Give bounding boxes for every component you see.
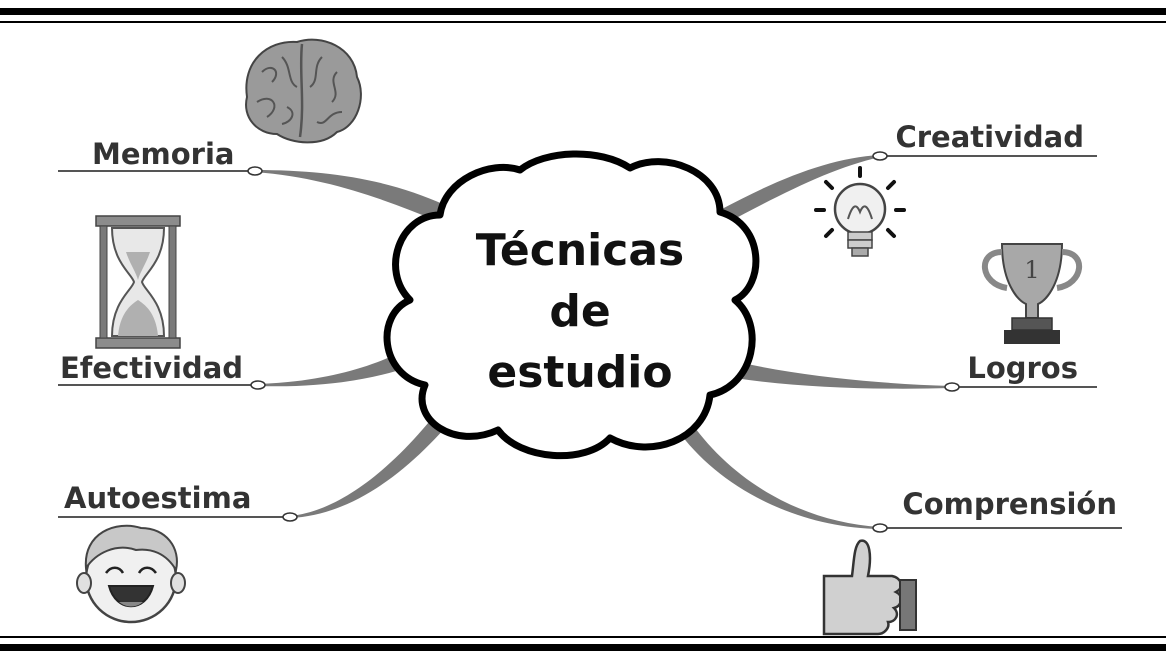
node-memoria [247, 166, 263, 176]
center-title-line1: Técnicas [476, 225, 684, 276]
lightbulb-icon [814, 166, 906, 257]
label-autoestima: Autoestima [64, 481, 251, 515]
label-creatividad: Creatividad [895, 120, 1084, 154]
label-efectividad: Efectividad [60, 351, 243, 385]
label-comprension: Comprensión [902, 487, 1117, 521]
trophy-badge: 1 [1024, 256, 1039, 284]
thumbs-up-icon [822, 539, 917, 636]
bottom-rule-thick [0, 644, 1166, 651]
center-title-line3: estudio [487, 347, 672, 398]
bottom-rule-thin [0, 636, 1166, 638]
branch-memoria [255, 170, 445, 222]
top-rule-thick [0, 8, 1166, 15]
hourglass-icon [95, 215, 181, 349]
node-comprension [872, 523, 888, 533]
label-logros: Logros [967, 351, 1078, 385]
branch-logros [735, 362, 952, 389]
brain-icon [245, 38, 362, 144]
smiling-face-icon [76, 524, 186, 624]
label-underlines [58, 155, 1122, 529]
node-autoestima [282, 512, 298, 522]
connector-nodes [247, 151, 960, 533]
label-memoria: Memoria [92, 137, 234, 171]
trophy-icon: 1 [982, 243, 1082, 344]
central-cloud [383, 150, 760, 460]
branch-comprension [676, 418, 880, 529]
branch-efectividad [258, 350, 412, 387]
node-logros [944, 382, 960, 392]
top-rule-thin [0, 21, 1166, 23]
node-creatividad [872, 151, 888, 161]
node-efectividad [250, 380, 266, 390]
center-title-line2: de [549, 286, 610, 337]
